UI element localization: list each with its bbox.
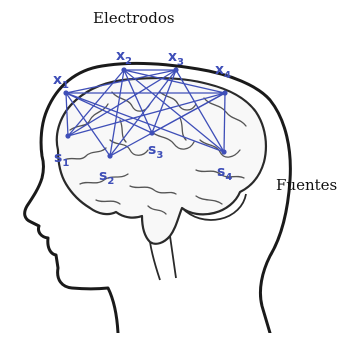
node-x1 [63, 90, 69, 96]
link-x3-s1 [67, 69, 177, 137]
node-s2 [107, 153, 113, 159]
brainstem [149, 235, 177, 281]
link-x1-s3 [65, 92, 153, 134]
node-s4 [221, 149, 227, 155]
brain-folds [63, 91, 247, 215]
node-s3 [149, 130, 155, 136]
label-s1: s1 [54, 150, 69, 169]
cerebellum [181, 193, 247, 221]
link-x4-s4 [223, 92, 226, 153]
electrodes-title: Electrodos [93, 9, 175, 27]
label-s4: s4 [217, 164, 232, 183]
connection-lines [65, 69, 226, 157]
node-points [63, 67, 228, 159]
link-x3-s2 [109, 69, 177, 157]
node-x2 [121, 67, 127, 73]
node-x3 [173, 67, 179, 73]
link-x2-x4 [123, 69, 226, 94]
label-s3: s3 [148, 142, 163, 161]
label-x4: x4 [215, 62, 231, 81]
link-x1-s4 [65, 92, 225, 153]
node-s1 [65, 133, 71, 139]
link-x2-s1 [67, 69, 125, 137]
link-x2-s2 [109, 69, 125, 157]
link-x1-s1 [65, 92, 69, 137]
head-outline [23, 61, 292, 335]
label-x3: x3 [168, 49, 184, 68]
sources-label: Fuentes [276, 176, 338, 194]
label-x2: x2 [116, 48, 132, 67]
link-x1-x3 [65, 69, 177, 94]
label-x1: x1 [53, 72, 69, 91]
node-labels: x1 x2 x3 x4 s1 s2 s3 s4 [53, 48, 232, 187]
label-s2: s2 [99, 168, 114, 187]
link-x2-s4 [123, 69, 225, 153]
link-x4-s3 [151, 92, 226, 134]
link-x4-s1 [67, 92, 226, 137]
node-x4 [222, 90, 228, 96]
